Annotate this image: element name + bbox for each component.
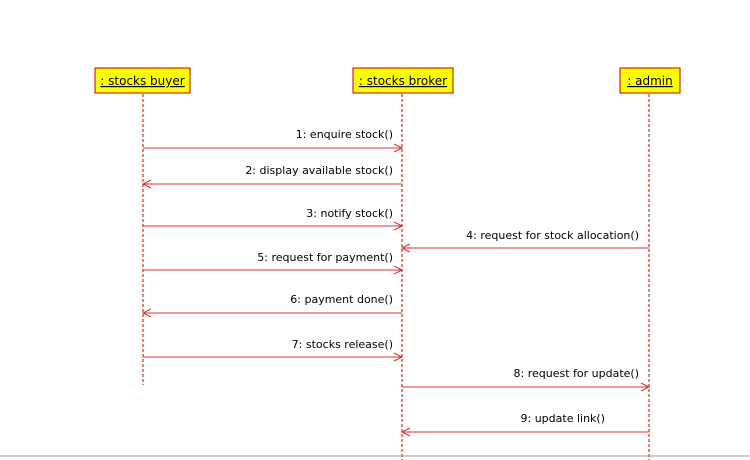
participant-box xyxy=(619,67,681,94)
participant-box xyxy=(94,67,191,94)
message-3[interactable]: 3: notify stock() xyxy=(143,207,404,231)
arrowhead-left-icon xyxy=(141,179,152,189)
message-5[interactable]: 5: request for payment() xyxy=(143,251,404,275)
message-9[interactable]: 9: update link() xyxy=(400,412,649,437)
message-label: 8: request for update() xyxy=(514,367,639,380)
message-2[interactable]: 2: display available stock() xyxy=(141,164,402,189)
participant-label: : admin xyxy=(627,74,672,88)
arrowhead-right-icon xyxy=(393,143,404,153)
arrowhead-left-icon xyxy=(400,427,411,437)
participant-buyer[interactable]: : stocks buyer xyxy=(94,67,191,94)
participant-label: : stocks buyer xyxy=(100,74,184,88)
message-label: 6: payment done() xyxy=(290,293,393,306)
message-label: 5: request for payment() xyxy=(257,251,393,264)
arrowhead-right-icon xyxy=(393,221,404,231)
arrowhead-left-icon xyxy=(400,243,411,253)
message-label: 2: display available stock() xyxy=(245,164,393,177)
message-label: 4: request for stock allocation() xyxy=(466,229,639,242)
message-label: 7: stocks release() xyxy=(292,338,393,351)
message-1[interactable]: 1: enquire stock() xyxy=(143,128,404,153)
message-label: 3: notify stock() xyxy=(306,207,393,220)
arrowhead-right-icon xyxy=(640,382,651,392)
message-7[interactable]: 7: stocks release() xyxy=(143,338,404,362)
message-4[interactable]: 4: request for stock allocation() xyxy=(400,229,649,253)
message-8[interactable]: 8: request for update() xyxy=(402,367,651,392)
message-6[interactable]: 6: payment done() xyxy=(141,293,402,318)
message-label: 1: enquire stock() xyxy=(296,128,393,141)
arrowhead-left-icon xyxy=(141,308,152,318)
message-label: 9: update link() xyxy=(521,412,606,425)
arrowhead-right-icon xyxy=(393,265,404,275)
participant-admin[interactable]: : admin xyxy=(619,67,681,94)
arrowhead-right-icon xyxy=(393,352,404,362)
participant-label: : stocks broker xyxy=(359,74,447,88)
participant-box xyxy=(352,67,454,94)
participant-broker[interactable]: : stocks broker xyxy=(352,67,454,94)
